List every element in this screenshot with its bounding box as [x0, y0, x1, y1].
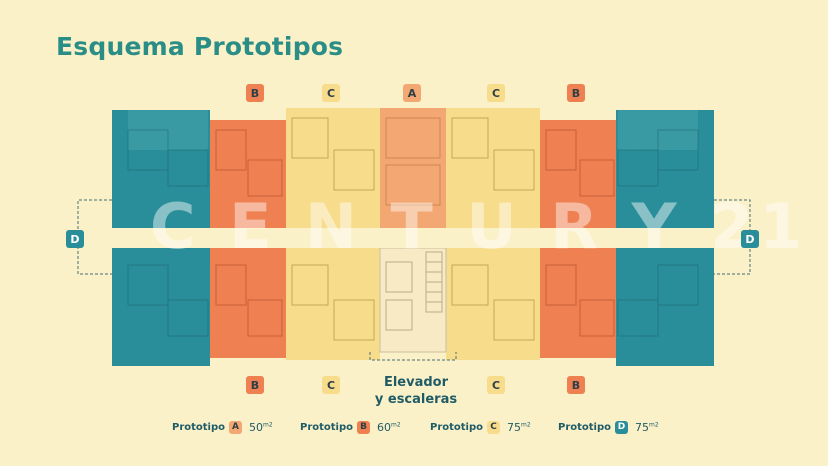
- badge-bottom-c-right: C: [487, 376, 505, 394]
- legend-area: 75m2: [635, 420, 659, 434]
- legend-prefix: Prototipo: [300, 421, 354, 433]
- badge-top-c-left: C: [322, 84, 340, 102]
- legend-prefix: Prototipo: [172, 421, 226, 433]
- elevator-stairs-core: [379, 247, 447, 353]
- unit-c-left: [286, 108, 380, 360]
- badge-top-b-right: B: [567, 84, 585, 102]
- badge-side-d-right: D: [741, 230, 759, 248]
- legend-area: 60m2: [377, 420, 401, 434]
- badge-bottom-b-left: B: [246, 376, 264, 394]
- legend-area: 50m2: [249, 420, 273, 434]
- badge-side-d-left: D: [66, 230, 84, 248]
- legend-item-a: Prototipo A 50m2: [172, 418, 273, 436]
- page-title: Esquema Prototipos: [56, 32, 344, 61]
- legend-prefix: Prototipo: [430, 421, 484, 433]
- elevator-label-line1: Elevador: [383, 375, 449, 390]
- legend-item-c: Prototipo C 75m2: [430, 418, 531, 436]
- badge-top-a: A: [403, 84, 421, 102]
- legend-item-d: Prototipo D 75m2: [558, 418, 659, 436]
- unit-c-right: [446, 108, 540, 360]
- badge-bottom-c-left: C: [322, 376, 340, 394]
- badge-bottom-b-right: B: [567, 376, 585, 394]
- unit-a-center: [380, 108, 446, 228]
- legend-badge-c: C: [487, 420, 501, 434]
- elevator-label-line2: y escaleras: [374, 392, 458, 407]
- legend-item-b: Prototipo B 60m2: [300, 418, 401, 436]
- wall-lines-d: [127, 129, 699, 337]
- corridor: [108, 228, 718, 248]
- watermark: C E N T U R Y 21: [150, 190, 809, 263]
- legend-badge-b: B: [357, 420, 371, 434]
- legend-prefix: Prototipo: [558, 421, 612, 433]
- legend-badge-a: A: [229, 420, 243, 434]
- unit-b-right: [540, 120, 616, 358]
- wall-lines-c: [291, 117, 535, 341]
- legend-area: 75m2: [507, 420, 531, 434]
- elevator-stairs-label: Elevador y escaleras: [356, 374, 476, 408]
- wall-lines-a: [385, 117, 441, 206]
- unit-b-left: [210, 120, 286, 358]
- legend-badge-d: D: [615, 420, 629, 434]
- badge-top-c-right: C: [487, 84, 505, 102]
- badge-top-b-left: B: [246, 84, 264, 102]
- wall-lines-b: [215, 129, 615, 337]
